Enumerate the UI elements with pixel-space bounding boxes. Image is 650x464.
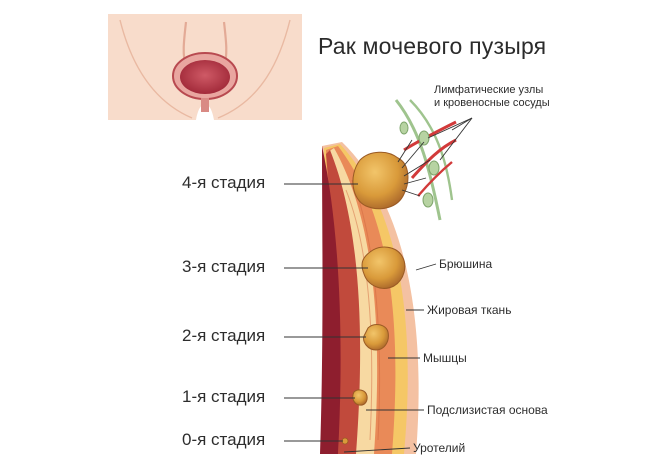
leader-peritoneum: [415, 263, 437, 271]
stage-label-1: 1-я стадия: [182, 387, 266, 406]
vessel-green-1: [394, 99, 442, 221]
layer-label-muscle: Мышцы: [423, 351, 467, 365]
pelvis-fold-right: [217, 19, 291, 119]
tumor-stage-2: [363, 324, 389, 351]
stage-label-3: 3-я стадия: [182, 257, 266, 276]
tumors: [341, 151, 409, 445]
lymph-pointer-2: [439, 117, 473, 161]
vessel-red-3: [417, 161, 453, 197]
lymph-vessels: [394, 99, 473, 221]
tumor-stage-3: [361, 246, 406, 289]
stage-label-4: 4-я стадия: [182, 173, 266, 192]
lymph-label-line2: и кровеносные сосуды: [434, 97, 550, 109]
bladder-wall: [320, 142, 419, 454]
lymph-pointer-3: [451, 117, 473, 131]
muscle-striation-2: [345, 189, 373, 441]
tumor-stage-1: [352, 389, 368, 406]
urethra: [201, 98, 209, 112]
leader-urothelium: [343, 447, 411, 453]
vessel-red-1: [403, 120, 457, 152]
stage-label-0: 0-я стадия: [182, 430, 266, 449]
lumen-dark: [320, 146, 341, 454]
lymph-node-4: [399, 121, 409, 135]
bladder-inset-inner: [180, 60, 230, 94]
stage-leaders: [284, 183, 368, 442]
layer-urothelium-band: [326, 150, 361, 454]
lymph-label: Лимфатические узлы и кровеносные сосуды: [434, 84, 550, 110]
tumor-stage-4: [352, 151, 409, 210]
lymph-pointer-1: [427, 117, 473, 139]
lymph-node-1: [418, 130, 430, 146]
layer-label-fat: Жировая ткань: [427, 303, 512, 317]
layer-label-peritoneum: Брюшина: [439, 257, 493, 271]
pelvis-inset: [108, 14, 302, 120]
pelvis-fold-left: [119, 19, 193, 119]
lymph-node-2: [428, 160, 440, 176]
layer-label-urothelium: Уротелий: [413, 441, 466, 455]
page-title: Рак мочевого пузыря: [318, 33, 547, 59]
tumor-invasion-lines: [397, 139, 431, 197]
lymph-node-3: [422, 192, 434, 208]
layer-leaders: [343, 263, 437, 453]
vessel-red-2: [410, 138, 457, 179]
lymph-label-line1: Лимфатические узлы: [434, 84, 544, 96]
stage-label-2: 2-я стадия: [182, 326, 266, 345]
layer-label-submucosa: Подслизистая основа: [427, 403, 548, 417]
